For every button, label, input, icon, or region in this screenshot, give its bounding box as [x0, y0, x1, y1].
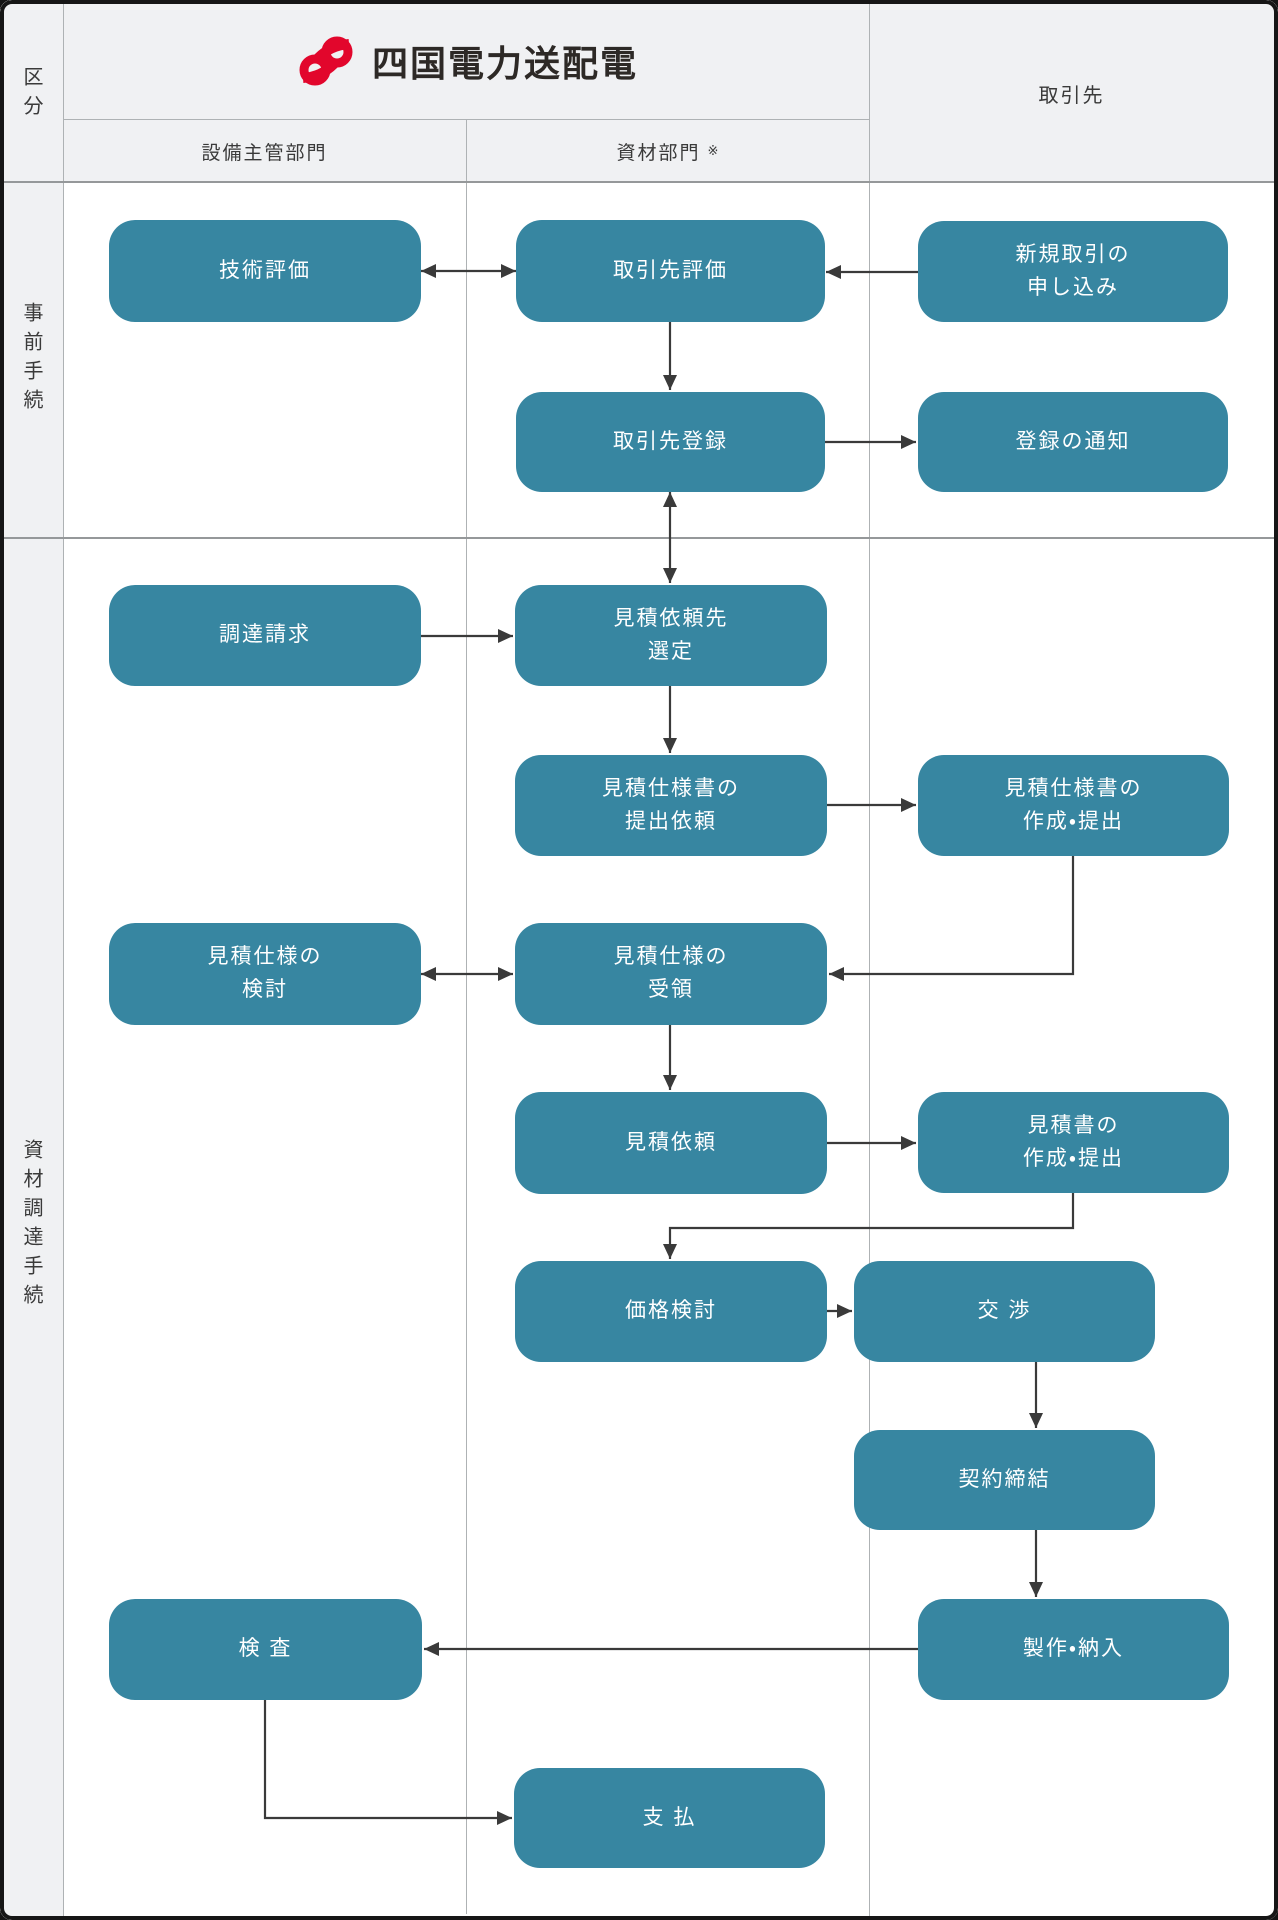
partners-label: 取引先	[1038, 84, 1105, 107]
row-band-procurement: 資材調達手続	[0, 538, 63, 1913]
company-header: 四国電力送配電	[63, 4, 869, 118]
procurement-label: 資材調達手続	[20, 1138, 42, 1313]
category-header-label: 区分	[20, 66, 42, 124]
category-header: 区分	[0, 40, 63, 150]
flow-node-supplier-registration: 取引先登録	[516, 392, 825, 492]
flow-arrow-rfq-selection--spec-request	[663, 686, 677, 753]
materials-dept-header: 資材部門 ※	[466, 120, 869, 182]
flow-arrow-contract--delivery	[1029, 1530, 1043, 1597]
flow-node-quotation-request: 見積依頼	[515, 1092, 827, 1194]
flow-arrow-registration--notice	[825, 435, 916, 449]
flow-node-contract-conclusion: 契約締結	[854, 1430, 1155, 1530]
flow-arrow-supplier-eval--registration	[663, 322, 677, 390]
flow-node-registration-notice: 登録の通知	[918, 392, 1228, 492]
materials-note-mark: ※	[707, 143, 719, 158]
flow-arrow-quotation-create--price-exam	[663, 1193, 1075, 1259]
flow-node-price-examination: 価格検討	[515, 1261, 827, 1362]
flow-arrow-registration--rfq-selection	[663, 492, 677, 583]
flow-node-supplier-evaluation: 取引先評価	[516, 220, 825, 322]
category-column-background	[0, 0, 63, 1920]
flow-arrow-quotation-req--quotation-create	[827, 1136, 916, 1150]
materials-dept-label: 資材部門	[616, 142, 701, 164]
flow-arrow-spec-receipt--quotation-request	[663, 1025, 677, 1090]
gridline-row-separator	[4, 537, 1274, 539]
flow-arrow-procurement-req--rfq-selection	[421, 629, 513, 643]
flow-node-quotation-request-selection: 見積依頼先 選定	[515, 585, 827, 686]
flow-node-spec-receipt: 見積仕様の 受領	[515, 923, 827, 1025]
gridline-equipment-materials	[466, 119, 467, 1914]
gridline-header-bottom	[4, 181, 1274, 183]
equipment-dept-label: 設備主管部門	[201, 142, 328, 164]
flow-node-new-trade-application: 新規取引の 申し込み	[918, 221, 1228, 322]
flow-node-payment: 支 払	[514, 1768, 825, 1868]
flow-arrow-spec-request--spec-create	[827, 798, 916, 812]
flow-arrow-negotiation--contract	[1029, 1362, 1043, 1428]
partners-header: 取引先	[869, 4, 1274, 182]
flow-node-quotation-preparation-submission: 見積書の 作成・提出	[918, 1092, 1229, 1193]
flow-arrow-tech-eval--supplier-eval	[421, 264, 516, 278]
company-name: 四国電力送配電	[371, 43, 638, 84]
gridline-category-column	[63, 4, 64, 1916]
flow-node-tech-evaluation: 技術評価	[109, 220, 421, 322]
flow-arrow-price-exam--negotiation	[827, 1304, 852, 1318]
shikoku-denryoku-logo-icon	[299, 36, 353, 86]
flow-node-inspection: 検 査	[109, 1599, 422, 1700]
equipment-dept-header: 設備主管部門	[63, 120, 466, 182]
flow-node-negotiation: 交 渉	[854, 1261, 1155, 1362]
flow-arrow-spec-exam--spec-receipt	[421, 967, 513, 981]
flow-node-procurement-request: 調達請求	[109, 585, 421, 686]
flow-arrow-inspection--payment	[263, 1700, 512, 1825]
flow-arrow-delivery--inspection	[424, 1642, 918, 1656]
flow-node-spec-preparation-submission: 見積仕様書の 作成・提出	[918, 755, 1229, 856]
gridline-under-logo	[63, 119, 869, 120]
flow-arrow-spec-create--spec-receipt	[829, 856, 1075, 981]
flow-node-spec-examination: 見積仕様の 検討	[109, 923, 421, 1025]
header-background	[0, 0, 1278, 182]
gridline-materials-partners	[869, 4, 870, 1916]
row-band-pre-procedure: 事前手続	[0, 182, 63, 538]
flow-node-manufacture-delivery: 製作・納入	[918, 1599, 1229, 1700]
pre-procedure-label: 事前手続	[20, 302, 42, 418]
flow-arrow-application--supplier-eval	[826, 265, 918, 279]
flow-node-spec-submission-request: 見積仕様書の 提出依頼	[515, 755, 827, 856]
